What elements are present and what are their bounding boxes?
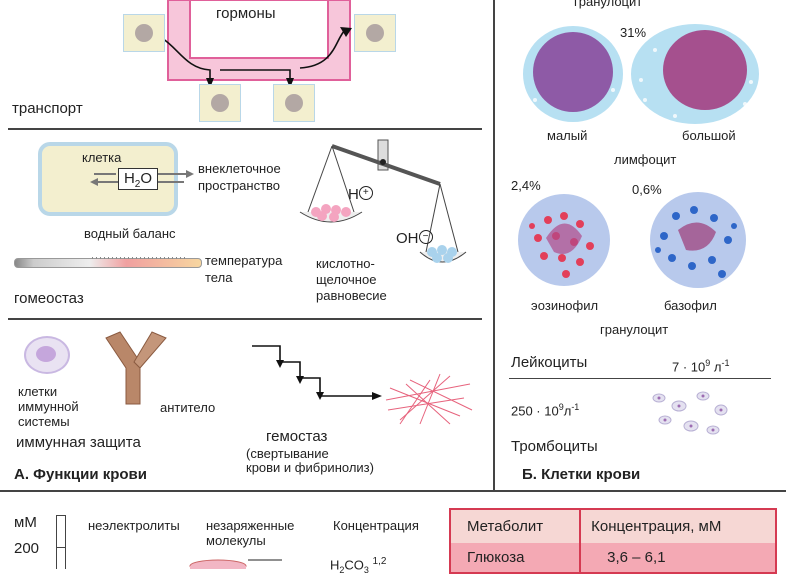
immune-cell-nucleus: [36, 346, 56, 362]
source-cell: [123, 14, 165, 52]
table-row: Глюкоза 3,6 – 6,1: [450, 543, 776, 573]
granulocyte-top-label: гранулоцит: [574, 0, 643, 9]
extracellular-line2: пространство: [198, 178, 281, 193]
target-cell-2: [273, 84, 315, 122]
h2co3-label: H2CO3 1,2: [330, 556, 387, 575]
uncharged-line2: молекулы: [206, 533, 266, 548]
platelets-label: Тромбоциты: [511, 438, 598, 455]
uncharged-line1: незаряженные: [206, 518, 295, 533]
concentration-label: Концентрация: [333, 518, 419, 533]
antibody-icon: [105, 331, 167, 405]
temperature-line2: тела: [205, 270, 233, 285]
immune-cells-line1: клетки: [18, 384, 58, 399]
antibody-label: антитело: [160, 400, 216, 415]
concentration-bar: [189, 559, 282, 569]
acid-base-line3: равновесие: [316, 288, 387, 303]
scale-bar: [56, 515, 66, 569]
granulocyte-cells: [518, 192, 746, 288]
functions-title: А. Функции крови: [14, 466, 147, 483]
coagulation-cascade-diagram: [252, 345, 473, 425]
header-metabolite: Метаболит: [450, 509, 582, 543]
basophil-percent: 0,6%: [632, 182, 662, 197]
target-cell-1: [199, 84, 241, 122]
leukocyte-count: 7 · 109 л-1: [672, 358, 730, 375]
eosinophil-label: эозинофил: [531, 298, 599, 313]
water-exchange-arrows: [90, 170, 194, 186]
bottom-divider: [0, 490, 786, 492]
water-balance-label: водный баланс: [84, 226, 176, 241]
nonelectrolytes-label: неэлектролиты: [88, 518, 180, 533]
divider-right: [509, 378, 771, 379]
lymphocyte-label: лимфоцит: [614, 152, 677, 167]
header-concentration: Концентрация, мМ: [591, 518, 722, 535]
thermometer-scale: [92, 257, 188, 259]
immune-cell: [24, 336, 70, 374]
balance-scale: [299, 139, 467, 263]
acid-base-line2: щелочное: [316, 272, 377, 287]
immune-cells-line2: иммунной: [18, 399, 79, 414]
immune-cells-line3: системы: [18, 414, 70, 429]
oh-ion-label: OH−: [396, 230, 433, 247]
granulocyte-label: гранулоцит: [600, 322, 669, 337]
table-header-row: Метаболит Концентрация, мМ: [450, 509, 776, 543]
water-box: H2O: [118, 168, 158, 190]
leukocytes-label: Лейкоциты: [511, 354, 588, 371]
target-cell-right: [354, 14, 396, 52]
thermometer: [14, 258, 202, 268]
transport-label: транспорт: [12, 100, 83, 117]
divider-1: [8, 128, 482, 130]
homeostasis-label: гомеостаз: [14, 290, 84, 307]
scale-tick: [56, 547, 66, 548]
basophil-label: базофил: [664, 298, 717, 313]
temperature-line1: температура: [205, 253, 283, 268]
hormones-label: гормоны: [216, 5, 276, 22]
cell-label: клетка: [82, 150, 122, 165]
hemostasis-note-line1: (свертывание: [246, 446, 329, 461]
eosinophil-percent: 2,4%: [511, 178, 541, 193]
extracellular-line1: внеклеточное: [198, 161, 281, 176]
platelet-count: 250 · 109л-1: [511, 402, 580, 419]
hemostasis-note-line2: крови и фибринолиз): [246, 460, 374, 475]
mm-label: мМ: [14, 514, 37, 531]
lymphocyte-percent: 31%: [620, 25, 647, 40]
cell-concentration: 3,6 – 6,1: [607, 549, 666, 566]
cell-metabolite: Глюкоза: [450, 543, 582, 573]
small-label: малый: [547, 128, 588, 143]
hemostasis-label: гемостаз: [266, 428, 328, 445]
acid-base-line1: кислотно-: [316, 256, 375, 271]
immune-defense-label: иммунная защита: [16, 434, 141, 451]
tick-200: 200: [14, 540, 40, 557]
panel-divider: [493, 0, 495, 490]
h-ion-label: H+: [348, 186, 373, 203]
blood-cells-title: Б. Клетки крови: [522, 466, 641, 483]
lymphocyte-cells: [523, 24, 759, 124]
divider-2: [8, 318, 482, 320]
metabolite-table: Метаболит Концентрация, мМ Глюкоза 3,6 –…: [449, 508, 777, 574]
large-label: большой: [682, 128, 736, 143]
platelets-image: [652, 391, 728, 435]
